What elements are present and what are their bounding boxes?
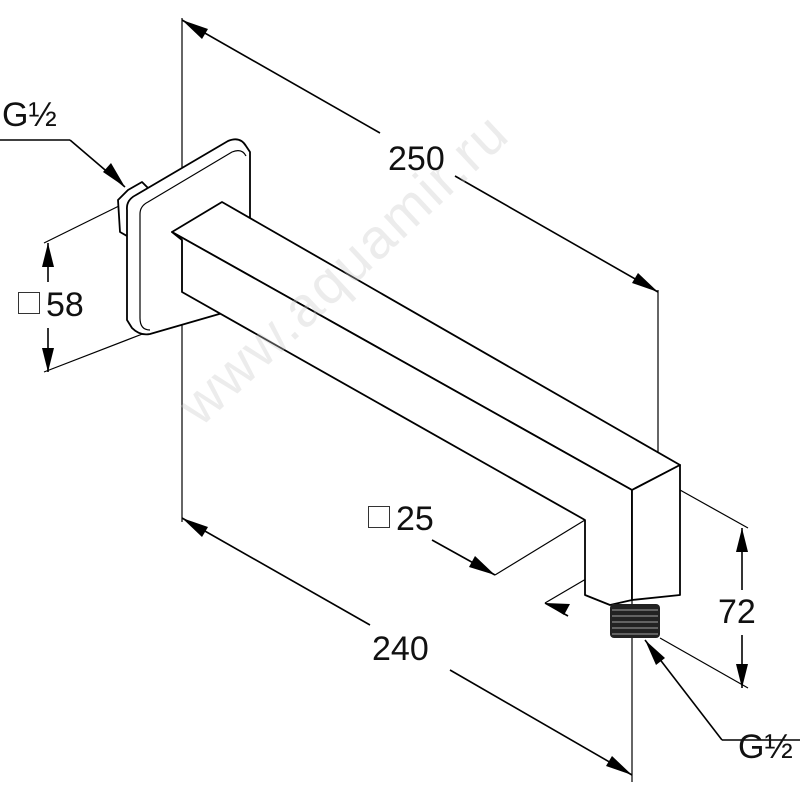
ext-58-bottom bbox=[43, 332, 146, 373]
ext-25-a bbox=[494, 519, 586, 576]
dim-line-240-b bbox=[449, 669, 633, 776]
label-58-value: 58 bbox=[46, 286, 84, 324]
ext-72-top bbox=[679, 489, 749, 529]
arrow-72-top bbox=[736, 528, 748, 552]
arrow-58-top bbox=[42, 243, 54, 267]
label-72: 72 bbox=[718, 593, 756, 631]
arrow-25-a bbox=[469, 556, 495, 575]
label-240: 240 bbox=[372, 630, 429, 668]
label-outlet-thread: G½ bbox=[738, 728, 793, 766]
arrow-240-start bbox=[182, 518, 208, 537]
outlet-thread bbox=[610, 604, 660, 638]
arrow-240-end bbox=[606, 756, 632, 775]
label-25: 25 bbox=[368, 502, 434, 536]
square-symbol-icon bbox=[18, 292, 40, 314]
ext-58-top bbox=[43, 202, 126, 244]
arrow-inlet bbox=[103, 163, 125, 187]
label-25-value: 25 bbox=[396, 500, 434, 538]
label-58: 58 bbox=[18, 288, 84, 322]
dim-line-250-a bbox=[181, 19, 381, 134]
dim-line-250-b bbox=[454, 175, 659, 293]
arrow-outlet bbox=[645, 640, 665, 665]
label-250: 250 bbox=[388, 140, 445, 178]
wall-plate-edge bbox=[139, 150, 247, 331]
ext-72-bottom bbox=[659, 637, 749, 689]
arrow-58-bottom bbox=[42, 348, 54, 372]
arrow-250-start bbox=[182, 20, 208, 39]
label-inlet-thread: G½ bbox=[2, 96, 57, 134]
arrow-250-end bbox=[632, 273, 658, 292]
dim-line-240-a bbox=[181, 517, 371, 626]
arrow-72-bottom bbox=[736, 664, 748, 688]
square-symbol-icon bbox=[368, 506, 390, 528]
arm-end-face bbox=[631, 464, 681, 601]
arrow-25-b bbox=[545, 603, 570, 615]
